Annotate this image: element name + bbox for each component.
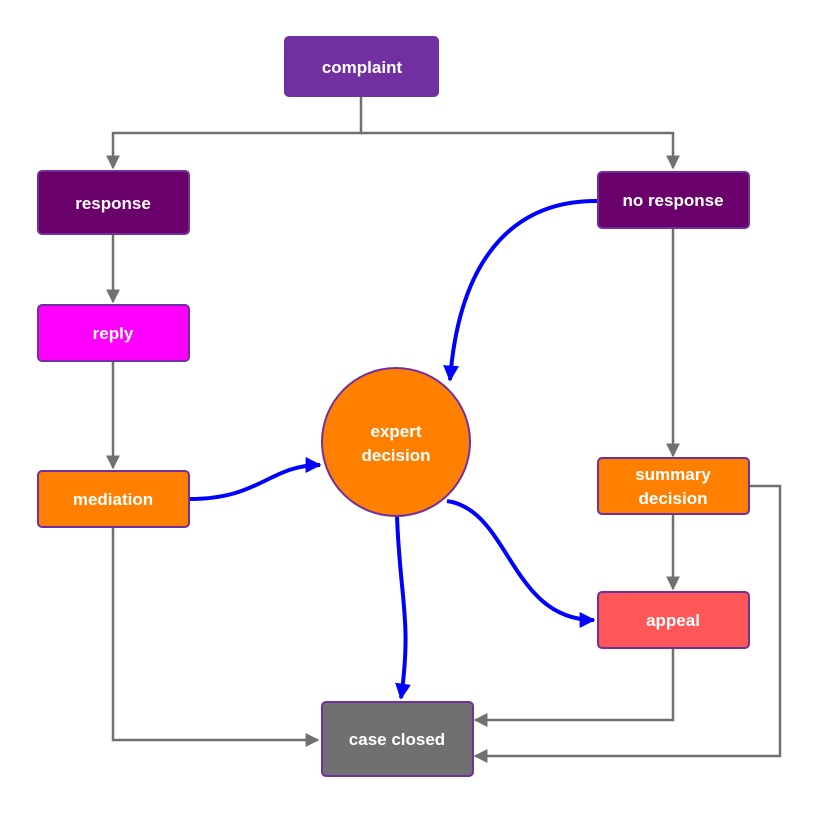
node-appeal[interactable]: appeal bbox=[597, 591, 750, 649]
node-expert-decision[interactable]: expert decision bbox=[321, 367, 471, 517]
node-expert-decision-label-line2: decision bbox=[362, 446, 431, 465]
connector-complaint-to-response bbox=[106, 96, 363, 170]
connector-expert-decision-to-appeal bbox=[446, 499, 596, 628]
connector-summary-decision-to-case-closed bbox=[473, 484, 782, 763]
node-case-closed-label: case closed bbox=[349, 730, 445, 749]
node-complaint[interactable]: complaint bbox=[284, 36, 439, 97]
node-appeal-label: appeal bbox=[646, 611, 700, 630]
node-no-response[interactable]: no response bbox=[597, 171, 750, 229]
node-case-closed[interactable]: case closed bbox=[321, 701, 474, 777]
connector-complaint-to-no-response bbox=[361, 131, 680, 170]
connector-mediation-to-case-closed bbox=[111, 528, 320, 747]
node-no-response-label: no response bbox=[622, 191, 723, 210]
connector-appeal-to-case-closed bbox=[473, 648, 675, 727]
connector-no-response-to-expert-decision bbox=[443, 198, 599, 382]
node-response[interactable]: response bbox=[37, 170, 190, 235]
node-mediation[interactable]: mediation bbox=[37, 470, 190, 528]
node-complaint-label: complaint bbox=[322, 58, 403, 77]
node-summary-decision-label-line1: summary bbox=[635, 465, 711, 484]
node-reply[interactable]: reply bbox=[37, 304, 190, 362]
node-summary-decision-label-line2: decision bbox=[639, 489, 708, 508]
node-response-label: response bbox=[75, 194, 151, 213]
node-expert-decision-label-line1: expert bbox=[370, 422, 421, 441]
connector-mediation-to-expert-decision bbox=[189, 457, 322, 501]
node-summary-decision[interactable]: summary decision bbox=[597, 457, 750, 515]
node-mediation-label: mediation bbox=[73, 490, 153, 509]
node-reply-label: reply bbox=[93, 324, 134, 343]
connector-expert-decision-to-case-closed bbox=[395, 515, 411, 700]
